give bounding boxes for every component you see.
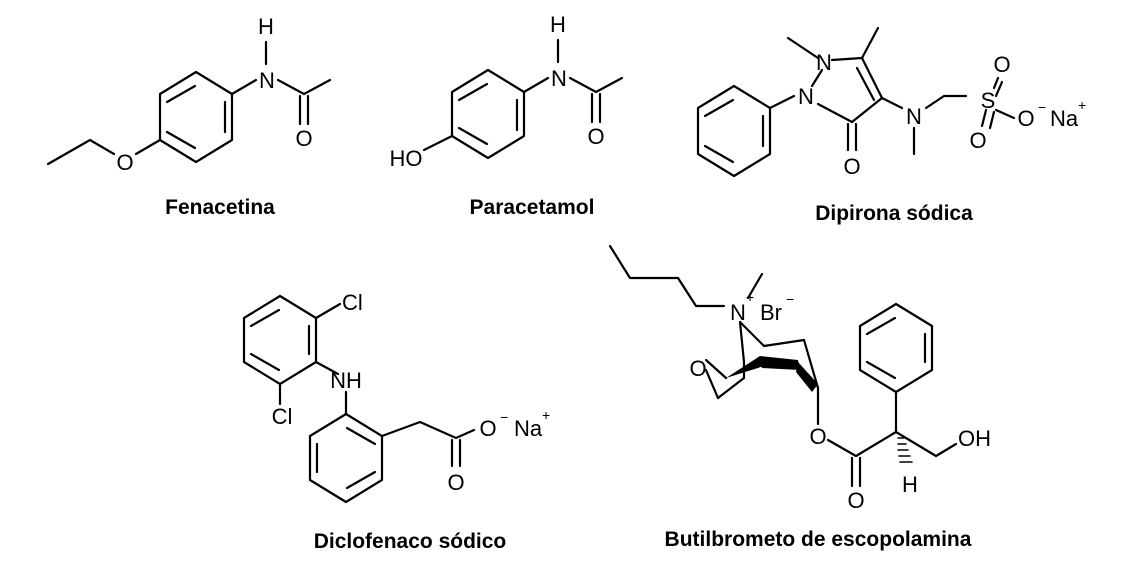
amine-label: NH <box>330 368 362 393</box>
caption-fenacetina: Fenacetina <box>165 196 275 219</box>
sulfonate-oxygen-label: O <box>1017 106 1034 131</box>
dipirona-bonds <box>696 26 1016 178</box>
ammonium-nitrogen-label: N <box>730 300 746 325</box>
diclofenaco-bonds <box>242 294 476 504</box>
paracetamol-bonds <box>422 38 624 160</box>
butilbrometo-bonds <box>608 244 958 488</box>
nitrogen-label-1: N <box>816 50 832 75</box>
fenacetina-bonds <box>46 40 332 166</box>
carbonyl-oxygen-label: O <box>847 488 864 513</box>
hydrogen-label: H <box>550 12 566 37</box>
sulfur-label: S <box>981 88 996 113</box>
negative-charge-label: − <box>500 409 508 425</box>
sulfonyl-oxygen-label-1: O <box>993 52 1010 77</box>
caption-dipirona: Dipirona sódica <box>815 202 973 225</box>
sulfonyl-oxygen-label-2: O <box>969 128 986 153</box>
sodium-label: Na <box>1050 106 1079 131</box>
caption-diclofenaco: Diclofenaco sódico <box>314 530 507 553</box>
hydroxyl-label: OH <box>958 426 991 451</box>
ether-oxygen-label: O <box>116 150 133 175</box>
positive-charge-label: + <box>542 407 550 423</box>
molecule-butilbrometo: N + Br − O O O OH H Butilbrometo de esco… <box>608 244 991 551</box>
negative-charge-label: − <box>1038 99 1046 115</box>
molecule-diclofenaco: Cl NH Cl O − Na + O Diclofenaco sódico <box>242 290 550 553</box>
bromide-label: Br <box>760 300 782 325</box>
positive-charge-label: + <box>1078 97 1086 113</box>
carbonyl-oxygen-label: O <box>587 124 604 149</box>
ester-oxygen-label: O <box>809 424 826 449</box>
caption-paracetamol: Paracetamol <box>470 196 595 219</box>
carboxylate-oxygen-label: O <box>479 416 496 441</box>
carbonyl-oxygen-label: O <box>295 126 312 151</box>
epoxide-oxygen-label: O <box>689 356 706 381</box>
wedge-bond <box>796 362 818 392</box>
ring-oxygen-label: O <box>843 154 860 179</box>
caption-butilbrometo: Butilbrometo de escopolamina <box>665 528 972 551</box>
hashed-bond <box>897 437 913 463</box>
nitrogen-label: N <box>551 66 567 91</box>
sodium-label: Na <box>514 416 543 441</box>
hydroxyl-label: HO <box>390 146 423 171</box>
nitrogen-label-3: N <box>906 104 922 129</box>
carbonyl-oxygen-label: O <box>447 470 464 495</box>
molecule-paracetamol: H N O HO Paracetamol <box>390 12 624 219</box>
nitrogen-label-2: N <box>798 84 814 109</box>
hydrogen-label: H <box>902 472 918 497</box>
bold-bond <box>760 356 800 370</box>
molecule-fenacetina: H N O O Fenacetina <box>46 14 332 219</box>
positive-charge-label: + <box>746 289 754 305</box>
chlorine-label-1: Cl <box>342 290 363 315</box>
hydrogen-label: H <box>258 14 274 39</box>
negative-charge-label: − <box>786 291 794 307</box>
molecule-dipirona: N N N O S O O O − Na + Dipirona sódica <box>696 26 1086 225</box>
chlorine-label-2: Cl <box>272 404 293 429</box>
nitrogen-label: N <box>259 68 275 93</box>
